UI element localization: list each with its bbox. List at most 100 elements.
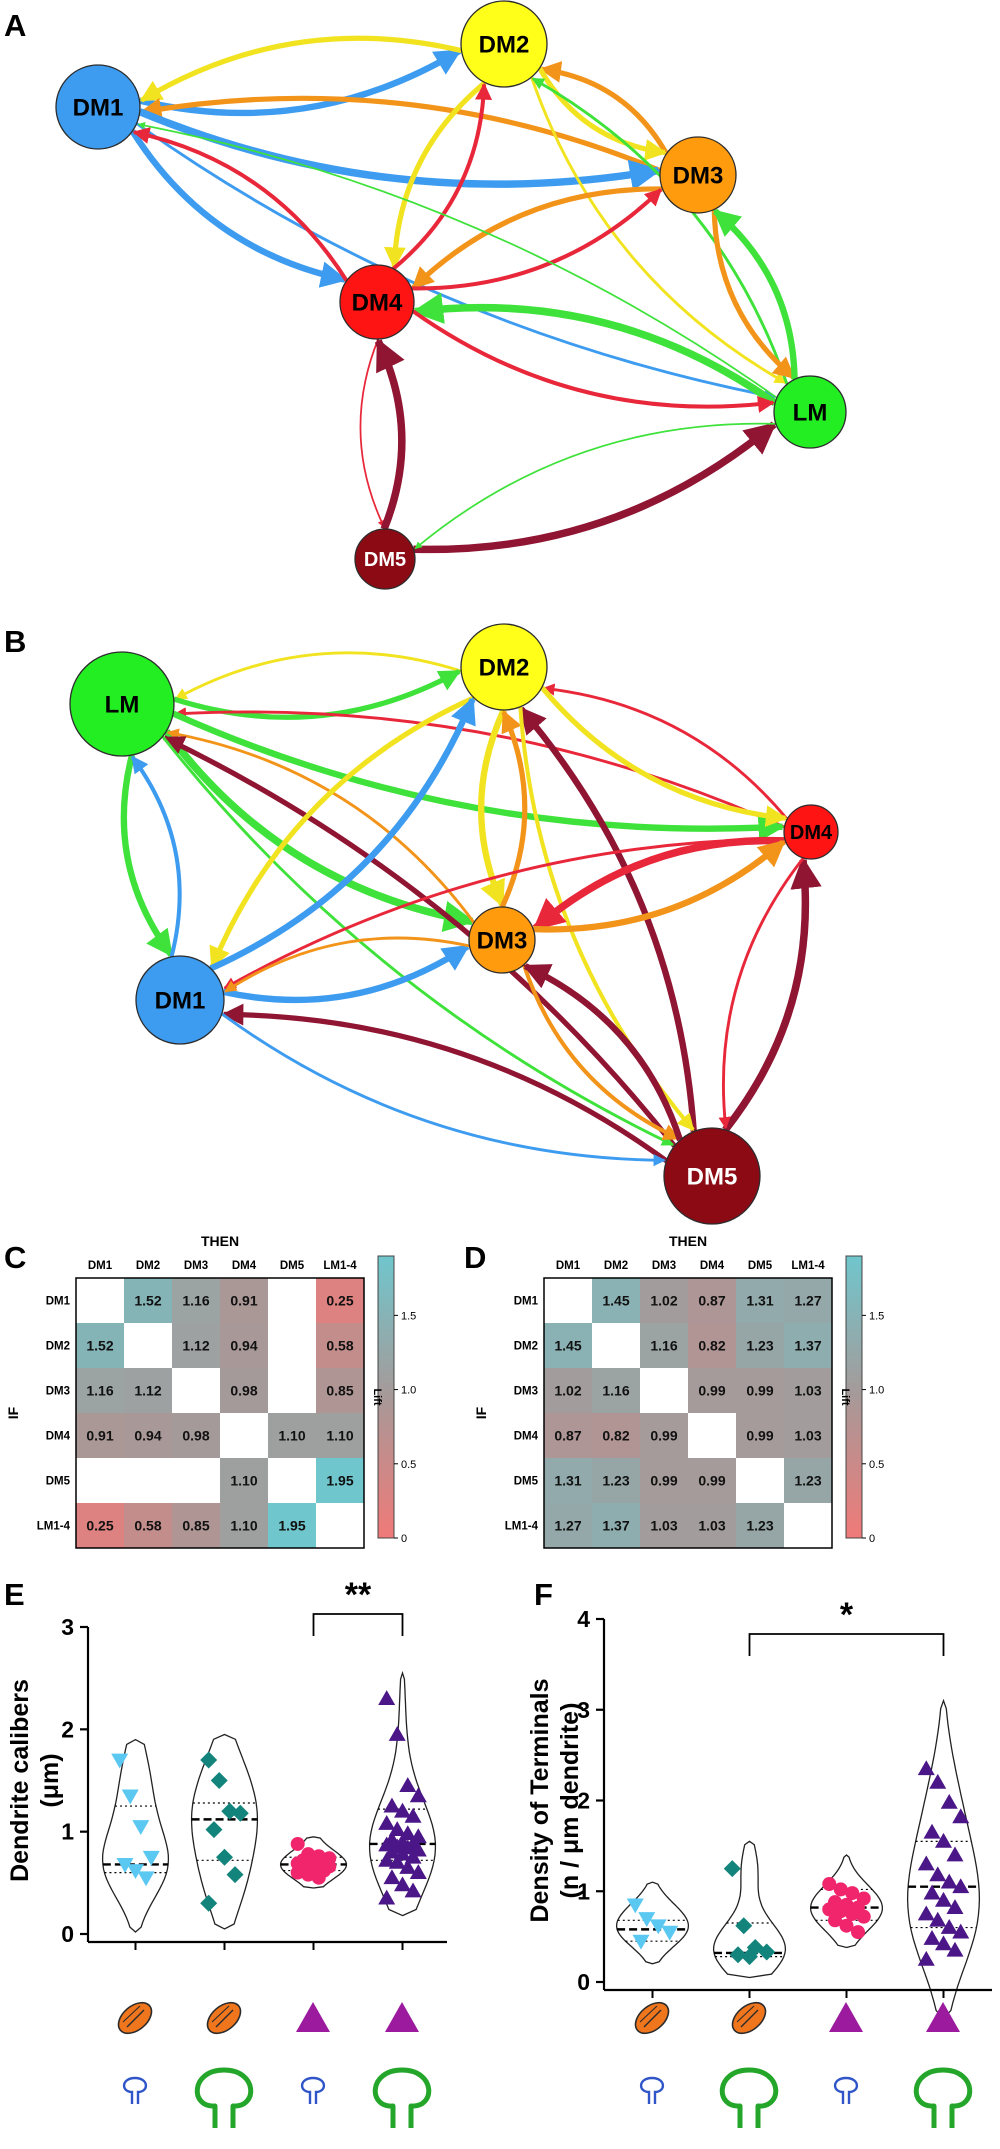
heatmap-cell [688, 1503, 736, 1548]
y-tick-label: 0 [577, 1969, 590, 1995]
data-point [394, 1802, 411, 1818]
heatmap-cell [268, 1323, 316, 1368]
node-dm2 [460, 623, 548, 711]
heatmap-cell-value: 0.87 [554, 1428, 581, 1444]
panel-label-e: E [4, 1577, 25, 1612]
data-point [404, 1882, 422, 1898]
heatmap-cell [172, 1323, 220, 1368]
heatmap-cell-value: 1.03 [794, 1383, 821, 1399]
panel-label-d: D [464, 1240, 486, 1275]
data-point [935, 1891, 952, 1907]
data-point [116, 1858, 134, 1873]
heatmap-row-label: DM3 [46, 1386, 70, 1398]
heatmap-cell-value: 0.91 [86, 1428, 113, 1444]
heatmap-cell-value: 1.27 [554, 1518, 581, 1534]
heatmap-cell [76, 1368, 124, 1413]
data-point [205, 1821, 223, 1839]
heatmap-row-label: DM2 [514, 1341, 538, 1353]
heatmap-title: THEN [669, 1233, 707, 1249]
edge-dm3-to-dm5 [521, 964, 681, 1141]
node-label-dm1: DM1 [73, 95, 124, 122]
network-a-edges [129, 35, 798, 554]
heatmap-cell [592, 1503, 640, 1548]
heatmap-cell [688, 1368, 736, 1413]
heatmap-cell [688, 1413, 736, 1458]
heatmap-cell-value: 0.25 [326, 1293, 353, 1309]
data-point [311, 1870, 326, 1885]
thick-dendrite-icon [913, 2067, 973, 2128]
data-point [142, 1850, 160, 1866]
edge-dm4-to-dm5 [359, 338, 385, 528]
data-point [127, 1864, 144, 1880]
heatmap-cell [316, 1413, 364, 1458]
heatmap-cell [592, 1278, 640, 1323]
y-axis-label: Dendrite calibers [6, 1679, 34, 1882]
heatmap-cell-value: 0.99 [650, 1428, 677, 1444]
edge-lm-to-dm3 [713, 208, 798, 380]
heatmap-cell [220, 1458, 268, 1503]
heatmap-cell [544, 1278, 592, 1323]
y-tick-label: 3 [577, 1697, 590, 1723]
data-point [940, 1873, 958, 1889]
data-point [856, 1909, 871, 1924]
edge-dm4-to-lm [411, 309, 775, 413]
node-label-dm2: DM2 [479, 32, 530, 59]
heatmap-cell [736, 1413, 784, 1458]
data-point [409, 1787, 427, 1803]
violin-outline [368, 1670, 437, 1917]
heatmap-ylabel: IF [5, 1406, 21, 1419]
data-point [137, 1871, 155, 1887]
heatmap-frame [543, 1277, 833, 1549]
colorbar-tick-label: 0.5 [401, 1459, 416, 1471]
edge-dm1-to-lm [130, 755, 182, 958]
colorbar-label: Lift [839, 1388, 851, 1405]
heatmap-cell-value: 1.02 [554, 1383, 581, 1399]
edge-dm3-to-dm2 [499, 709, 528, 909]
heatmap-cell [784, 1323, 832, 1368]
edge-lm-to-dm1 [137, 121, 778, 399]
heatmap-cell-value: 1.37 [602, 1518, 629, 1534]
data-point [828, 1913, 843, 1928]
data-point [399, 1777, 417, 1792]
data-point [940, 1793, 958, 1809]
heatmap-cell [736, 1323, 784, 1368]
heatmap-cell [784, 1503, 832, 1548]
heatmap-row-label: DM1 [514, 1296, 539, 1308]
edge-lm-to-dm5 [161, 735, 675, 1147]
significance-bracket [748, 1633, 945, 1656]
data-point [940, 1919, 958, 1934]
heatmap-cell [736, 1278, 784, 1323]
node-dm1 [55, 64, 141, 150]
edge-dm1-to-dm2 [138, 48, 462, 117]
heatmap-row-label: DM2 [46, 1341, 70, 1353]
heatmap-cell [316, 1323, 364, 1368]
panel-label-b: B [4, 624, 26, 659]
edge-lm-to-dm4 [411, 292, 778, 407]
data-point [383, 1797, 401, 1813]
data-point [929, 1911, 947, 1927]
heatmap-cell [784, 1368, 832, 1413]
data-point [638, 1912, 656, 1927]
data-point [301, 1867, 316, 1882]
heatmap-column-label: DM2 [136, 1260, 160, 1272]
edge-dm2-to-lm [174, 651, 462, 701]
violin-outline [615, 1881, 690, 1965]
edge-dm4-to-dm1 [132, 127, 349, 282]
heatmap-cell [688, 1323, 736, 1368]
significance-label: * [840, 1596, 854, 1634]
heatmap-column-label: DM1 [88, 1260, 113, 1272]
edge-dm4-to-dm3 [411, 188, 663, 291]
group-icons [117, 2001, 973, 2128]
heatmap-cell [592, 1323, 640, 1368]
y-tick-label: 3 [61, 1614, 74, 1640]
heatmap-cell [124, 1278, 172, 1323]
data-point [661, 1925, 679, 1941]
heatmap-cell-value: 1.23 [602, 1473, 629, 1489]
edge-dm1-to-dm4 [129, 129, 348, 288]
data-point [758, 1943, 776, 1961]
colorbar-label: Lift [371, 1388, 383, 1405]
